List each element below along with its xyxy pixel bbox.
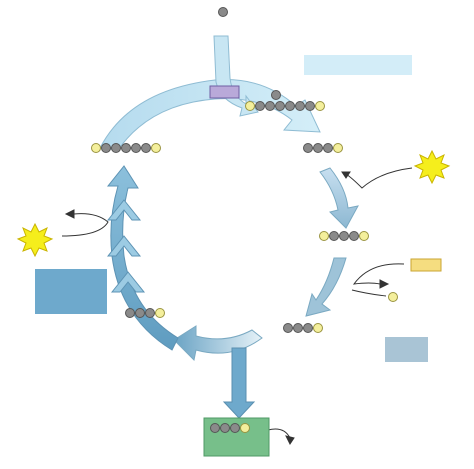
carbon-bead [125, 308, 135, 318]
side-arrows [61, 167, 413, 445]
carbon-bead [141, 143, 151, 153]
label-box-top-right [304, 55, 412, 75]
molecule-three-carbon-reduced [283, 323, 323, 333]
carbon-bead [131, 143, 141, 153]
phosphate-bead [151, 143, 161, 153]
label-box-left [35, 269, 107, 314]
arrow-bottom-arc [173, 325, 263, 362]
phosphate-bead [359, 231, 369, 241]
molecule-six-carbon-intermediate [245, 101, 325, 111]
phosphate-bead [315, 101, 325, 111]
label-box-bottom-right [385, 337, 428, 362]
carbon-bead [218, 7, 228, 17]
released-phosphate-bead [388, 292, 398, 302]
label-box-yellow [410, 258, 442, 272]
burst-icon-left [16, 222, 54, 258]
arrowhead-left-burst [64, 209, 75, 219]
carbon-bead [293, 323, 303, 333]
arrow-top-arc [99, 79, 321, 151]
carbon-bead [265, 101, 275, 111]
carbon-bead [303, 143, 313, 153]
carbon-bead [295, 101, 305, 111]
carbon-bead [210, 423, 220, 433]
arrow-right-upper [319, 167, 359, 229]
side-arrow-right-mid [352, 263, 405, 285]
carbon-bead-attached [271, 90, 281, 100]
carbon-bead [329, 231, 339, 241]
label-boxes [35, 55, 442, 457]
arrow-left-chevron-3 [110, 271, 146, 293]
arrowhead-right-burst [341, 171, 351, 179]
label-box-purple [209, 85, 240, 99]
arrow-left-chevron-2 [106, 235, 142, 257]
carbon-bead [220, 423, 230, 433]
carbon-bead [230, 423, 240, 433]
arrow-left-arc [106, 165, 179, 351]
arrowhead-right-mid [379, 279, 390, 289]
side-arrow-right-phosphate [351, 289, 387, 297]
carbon-bead [303, 323, 313, 333]
arrowhead-output [285, 435, 295, 445]
molecule-three-carbon-phosphate [303, 143, 343, 153]
phosphate-bead [245, 101, 255, 111]
carbon-bead [135, 308, 145, 318]
carbon-bead [111, 143, 121, 153]
carbon-bead [121, 143, 131, 153]
carbon-bead [145, 308, 155, 318]
carbon-bead [285, 101, 295, 111]
side-arrow-left-burst [61, 213, 109, 237]
carbon-bead [305, 101, 315, 111]
arrow-left-chevron-1 [106, 199, 142, 221]
molecules [91, 7, 398, 433]
molecule-three-carbon-diphosphate [319, 231, 369, 241]
phosphate-bead [313, 323, 323, 333]
phosphate-bead [319, 231, 329, 241]
side-arrow-output [267, 428, 291, 439]
burst-icon-right [413, 149, 451, 185]
carbon-bead [323, 143, 333, 153]
phosphate-bead [333, 143, 343, 153]
carbon-bead [275, 101, 285, 111]
side-arrow-right-burst [345, 167, 413, 189]
carbon-bead [313, 143, 323, 153]
molecule-five-carbon-regenerated [91, 143, 161, 153]
phosphate-bead [91, 143, 101, 153]
carbon-bead [255, 101, 265, 111]
molecule-three-carbon-left [125, 308, 165, 318]
carbon-bead [283, 323, 293, 333]
arrow-output [222, 347, 256, 419]
carbon-bead [339, 231, 349, 241]
phosphate-bead [240, 423, 250, 433]
carbon-bead [349, 231, 359, 241]
molecule-three-carbon-output [210, 423, 250, 433]
carbon-bead [101, 143, 111, 153]
arrow-right-lower [305, 257, 347, 317]
energy-bursts [16, 149, 451, 258]
phosphate-bead [155, 308, 165, 318]
molecule-incoming-carbon [218, 7, 228, 17]
